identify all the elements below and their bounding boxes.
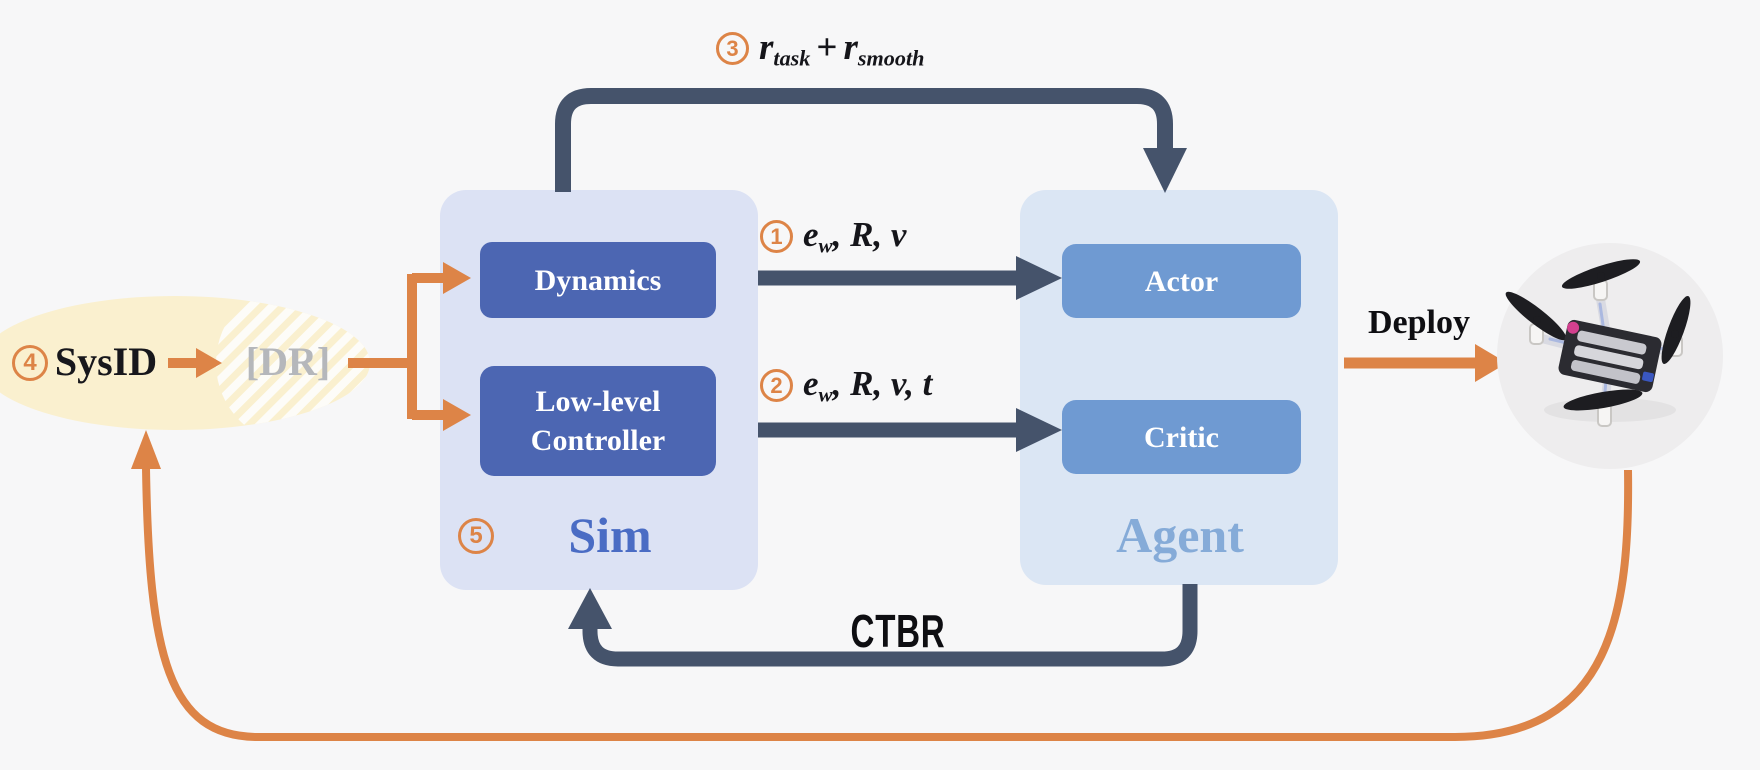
critic-box: Critic xyxy=(1062,400,1301,474)
deploy-arrow xyxy=(1344,344,1507,382)
reward-expression: rtask+rsmooth xyxy=(759,27,925,71)
obs-arrow-actor xyxy=(758,256,1062,300)
actor-label: Actor xyxy=(1144,264,1219,298)
sim-step-number: 5 xyxy=(458,518,494,554)
obs-arrow-critic xyxy=(758,408,1062,452)
reward-step-number: 3 xyxy=(716,32,749,66)
obs-critic-step-number: 2 xyxy=(760,369,793,403)
actor-box: Actor xyxy=(1062,244,1301,318)
obs-critic-expression: ew, R, v, t xyxy=(803,364,933,407)
obs-actor-expression: ew, R, v xyxy=(803,215,907,258)
obs-actor-step-number: 1 xyxy=(760,220,793,254)
dr-label: [DR] xyxy=(245,339,331,384)
controller-label-line2: Controller xyxy=(530,424,666,457)
quadrotor-photo xyxy=(1497,243,1723,469)
ctbr-label: CTBR xyxy=(850,605,946,657)
reward-label: 3 rtask+rsmooth xyxy=(716,26,925,72)
sysid-return-arrow xyxy=(131,430,1633,741)
sysid-step-number: 4 xyxy=(12,345,48,381)
obs-label-critic: 2 ew, R, v, t xyxy=(760,364,932,407)
controller-label-line1: Low-level xyxy=(535,385,661,418)
sysid-label: SysID xyxy=(54,339,158,384)
obs-label-actor: 1 ew, R, v xyxy=(760,215,906,258)
reward-arrow xyxy=(555,88,1187,193)
dynamics-label: Dynamics xyxy=(534,263,662,297)
agent-caption: Agent xyxy=(1116,507,1244,563)
dynamics-box: Dynamics xyxy=(480,242,716,318)
sysid-to-dr-arrow xyxy=(168,348,222,378)
deploy-label: Deploy xyxy=(1368,304,1470,341)
critic-label: Critic xyxy=(1144,420,1219,454)
sim-caption: Sim xyxy=(568,507,652,563)
low-level-controller-box: Low-level Controller xyxy=(480,366,716,476)
